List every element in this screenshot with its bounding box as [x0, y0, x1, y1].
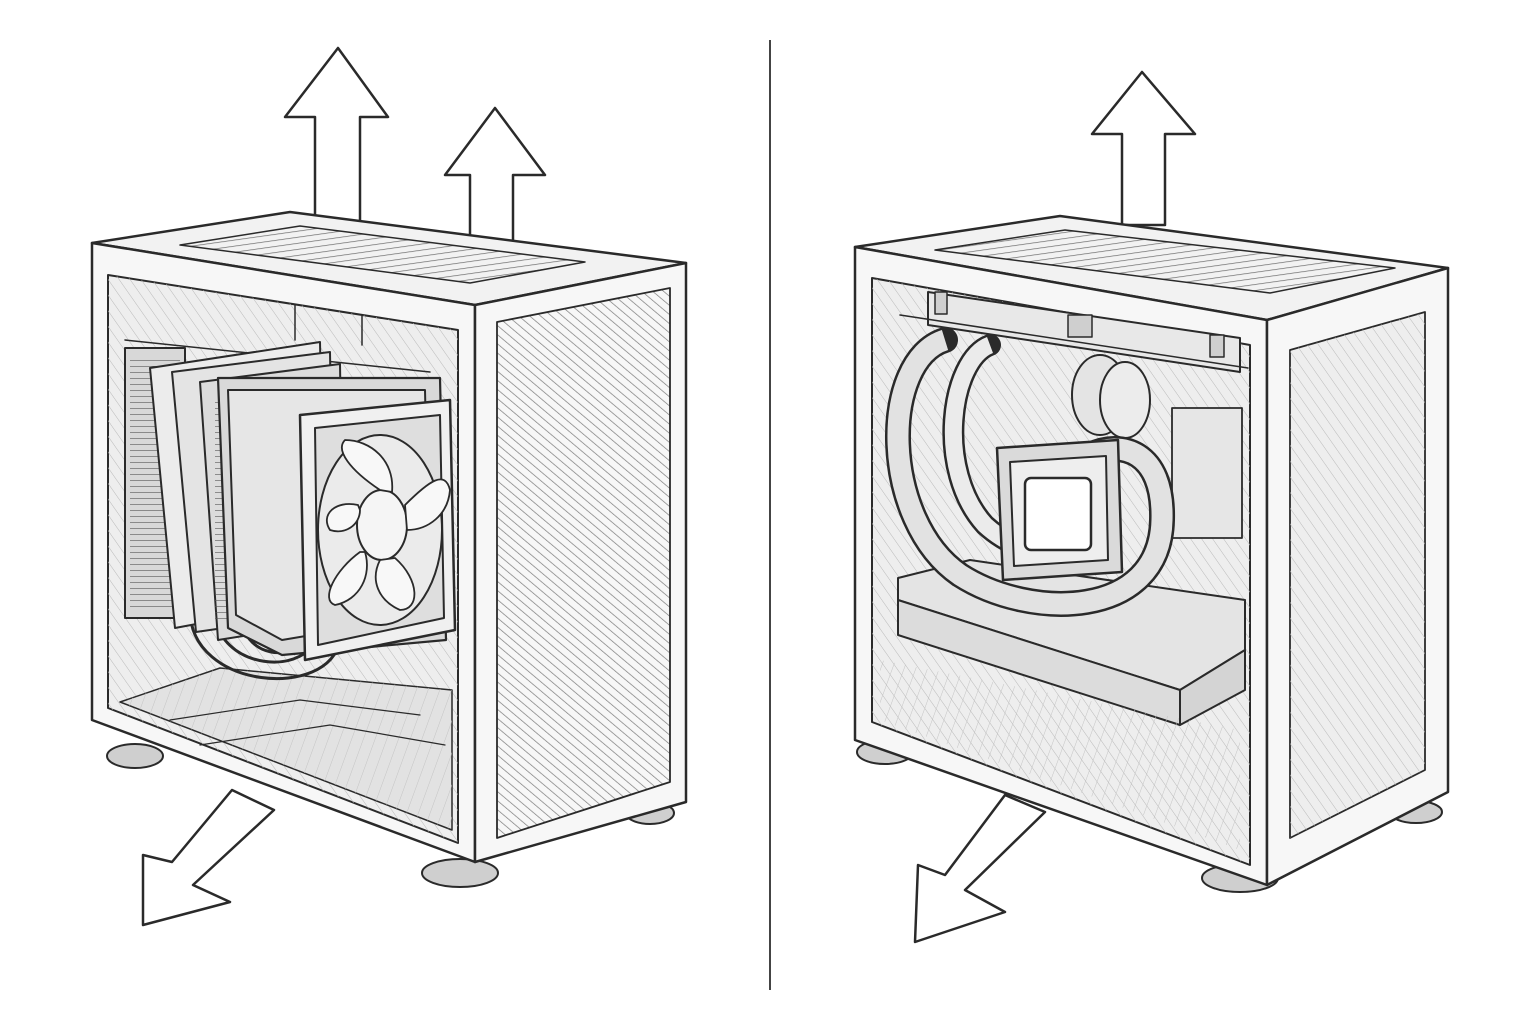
aio-pump-block — [997, 440, 1122, 580]
arrow-up-icon — [1092, 72, 1195, 225]
arrow-up-icon — [445, 108, 545, 245]
arrow-down-left-icon — [915, 795, 1045, 942]
arrow-down-left-icon — [143, 790, 274, 925]
case-foot — [422, 859, 498, 887]
arrow-up-icon — [285, 48, 388, 225]
left-case-panel — [92, 48, 686, 925]
case-foot — [107, 744, 163, 768]
right-case-panel — [855, 72, 1448, 942]
side-mesh — [497, 288, 670, 838]
tower-air-cooler — [125, 342, 455, 679]
